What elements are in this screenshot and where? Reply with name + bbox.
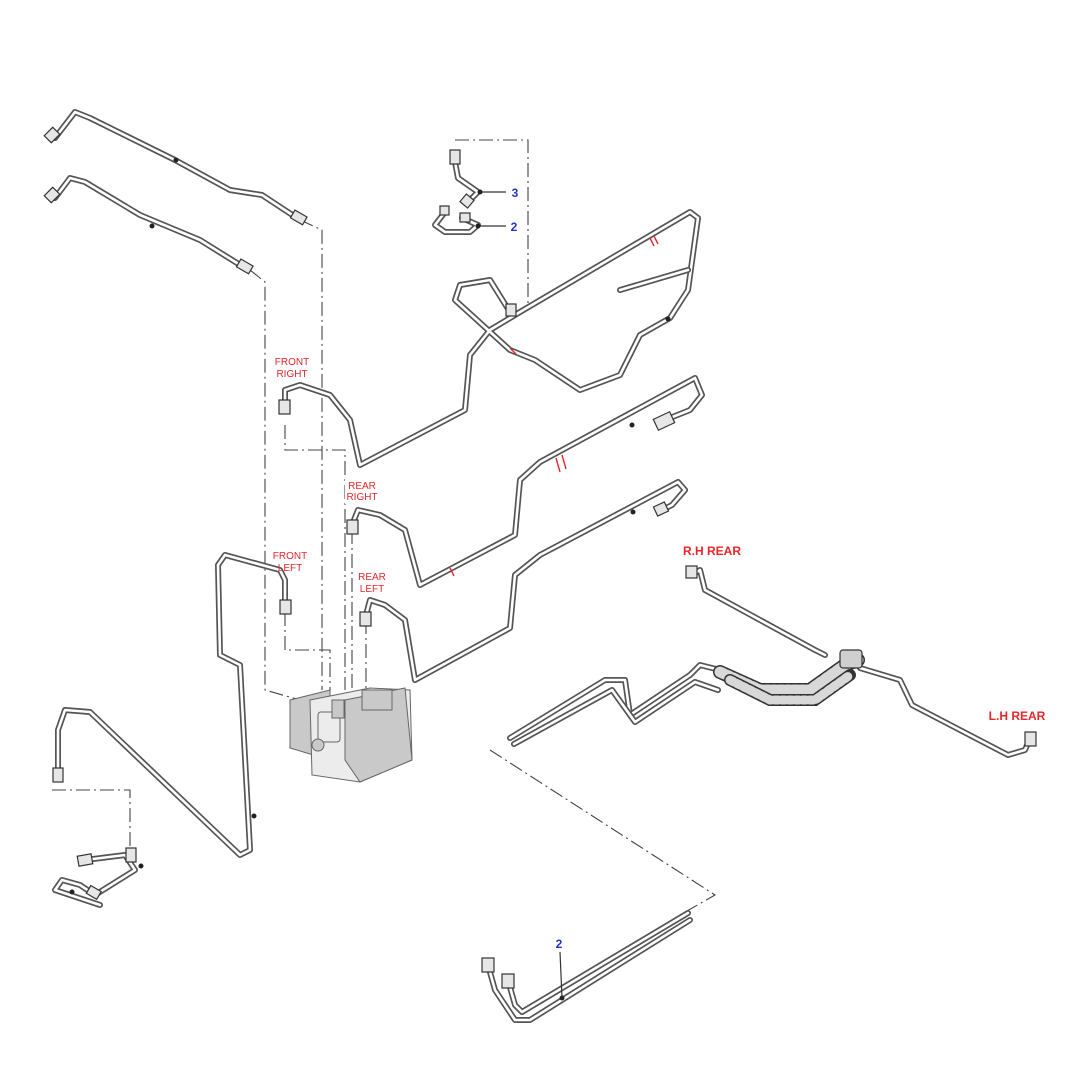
front-left-pipe xyxy=(43,175,254,275)
rear-left-pipe xyxy=(359,479,688,683)
labels: FRONT RIGHT REAR RIGHT FRONT LEFT REAR L… xyxy=(273,186,1046,951)
rear-right-pipe xyxy=(346,375,705,588)
callout-2-top: 2 xyxy=(511,220,518,234)
front-left-lower-pipe xyxy=(52,552,292,858)
callout-lines xyxy=(475,189,563,999)
front-right-label-line1: FRONT xyxy=(275,357,309,368)
small-lower-left-pipe xyxy=(52,847,144,908)
front-right-label-line2: RIGHT xyxy=(276,369,307,380)
rear-left-label-line1: REAR xyxy=(358,572,386,583)
leader-lines xyxy=(52,139,717,916)
front-right-long-pipe xyxy=(278,209,701,468)
front-left-label-line1: FRONT xyxy=(273,551,307,562)
lh-rear-label: L.H REAR xyxy=(989,709,1046,723)
rear-right-label-line2: RIGHT xyxy=(346,492,377,503)
callout-2-bottom: 2 xyxy=(556,937,563,951)
abs-module xyxy=(289,687,413,783)
rear-axle-assembly xyxy=(507,565,1037,758)
item-3-pipe xyxy=(449,149,481,209)
front-left-label-line2: LEFT xyxy=(278,563,302,574)
item-2-bottom-pipe xyxy=(481,910,693,1023)
rear-left-label-line2: LEFT xyxy=(360,584,384,595)
front-right-pipe xyxy=(43,109,308,226)
item-2-top-pipe xyxy=(432,205,481,235)
rear-right-label-line1: REAR xyxy=(348,481,376,492)
rh-rear-label: R.H REAR xyxy=(683,544,741,558)
callout-3: 3 xyxy=(512,186,519,200)
